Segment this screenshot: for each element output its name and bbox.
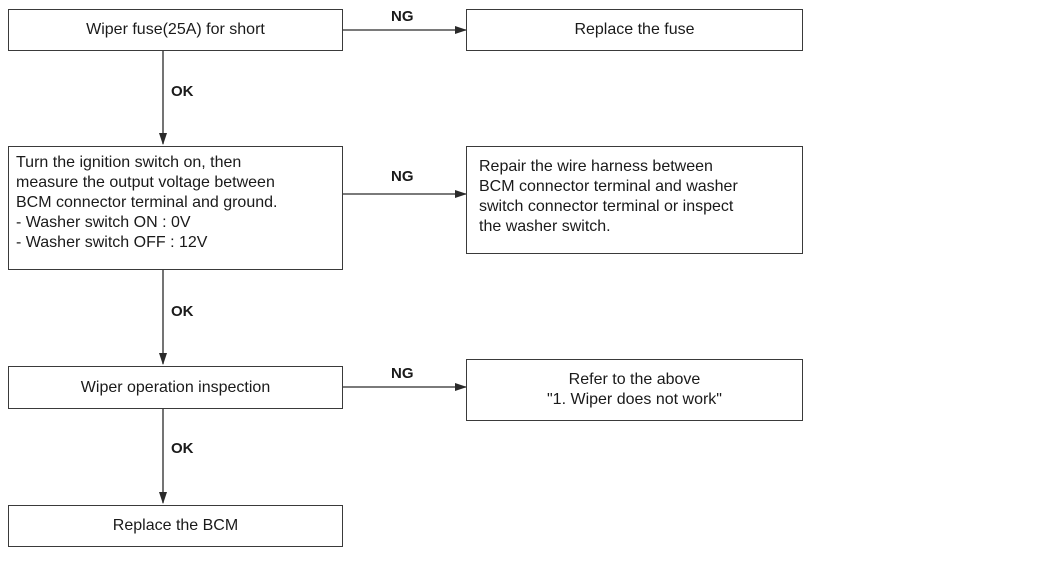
step-1-ng-label: NG xyxy=(391,8,414,25)
step-3-ok-label: OK xyxy=(171,440,194,457)
step-2-ng-result-line-2: BCM connector terminal and washer xyxy=(479,178,738,195)
step-3-ng-result-line-1: Refer to the above xyxy=(568,371,701,388)
step-4-box: Replace the BCM xyxy=(8,505,343,547)
step-1-ok-label: OK xyxy=(171,83,194,100)
step-2-line-5: - Washer switch OFF : 12V xyxy=(16,234,208,251)
step-3-line-1: Wiper operation inspection xyxy=(80,378,271,396)
step-2-ng-result-line-1: Repair the wire harness between xyxy=(479,158,713,175)
step-2-ng-result-line-3: switch connector terminal or inspect xyxy=(479,198,734,215)
step-3-box: Wiper operation inspection xyxy=(8,366,343,409)
step-2-box: Turn the ignition switch on, then measur… xyxy=(8,146,343,270)
step-2-line-3: BCM connector terminal and ground. xyxy=(16,194,278,211)
step-2-ng-result-box: Repair the wire harness between BCM conn… xyxy=(466,146,803,254)
step-2-line-4: - Washer switch ON : 0V xyxy=(16,214,191,231)
step-2-line-1: Turn the ignition switch on, then xyxy=(16,154,242,171)
step-1-line-1: Wiper fuse(25A) for short xyxy=(86,21,265,38)
step-2-ng-result-line-4: the washer switch. xyxy=(479,218,611,235)
step-1-ng-result-line-1: Replace the fuse xyxy=(574,21,695,38)
step-2-line-2: measure the output voltage between xyxy=(16,174,275,191)
step-3-ng-result-box: Refer to the above "1. Wiper does not wo… xyxy=(466,359,803,421)
step-3-ng-label: NG xyxy=(391,365,414,382)
step-3-ng-result-line-2: "1. Wiper does not work" xyxy=(547,391,722,408)
step-2-ng-label: NG xyxy=(391,168,414,185)
step-2-ok-label: OK xyxy=(171,303,194,320)
step-1-box: Wiper fuse(25A) for short xyxy=(8,9,343,51)
step-4-line-1: Replace the BCM xyxy=(112,517,239,534)
step-1-ng-result-box: Replace the fuse xyxy=(466,9,803,51)
